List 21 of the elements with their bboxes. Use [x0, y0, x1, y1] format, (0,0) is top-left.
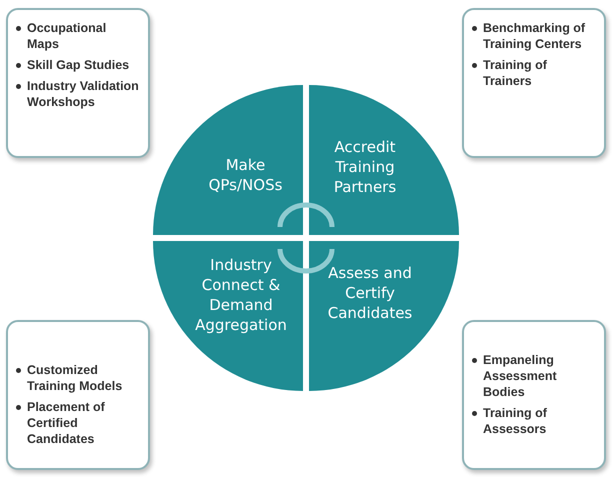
bullet-item: Training of Assessors: [483, 405, 548, 437]
quadrant: [309, 241, 459, 391]
callout-box: [462, 320, 606, 470]
bullet-item: Placement of Certified Candidates: [27, 399, 106, 447]
bullet-item: Occupational Maps: [27, 20, 108, 52]
quadrant: [153, 241, 303, 391]
bullet-item: Skill Gap Studies: [27, 57, 130, 73]
bullet-item: Industry Validation Workshops: [27, 78, 140, 110]
bullet-item: Training of Trainers: [483, 57, 548, 89]
quadrant-title: Make QPs/NOSs: [208, 155, 284, 195]
quadrant: [309, 85, 459, 235]
quadrant-title: Industry Connect & Demand Aggregation: [194, 255, 288, 335]
quadrant-title: Accredit Training Partners: [332, 137, 398, 197]
bullet-item: Benchmarking of Training Centers: [483, 20, 586, 52]
bullet-item: Customized Training Models: [27, 362, 124, 394]
bullet-item: Empaneling Assessment Bodies: [483, 352, 558, 400]
quadrant: [153, 85, 303, 235]
quadrant-title: Assess and Certify Candidates: [326, 263, 414, 323]
callout-box: [6, 320, 150, 470]
callout-box: [6, 8, 150, 158]
callout-box: [462, 8, 606, 158]
